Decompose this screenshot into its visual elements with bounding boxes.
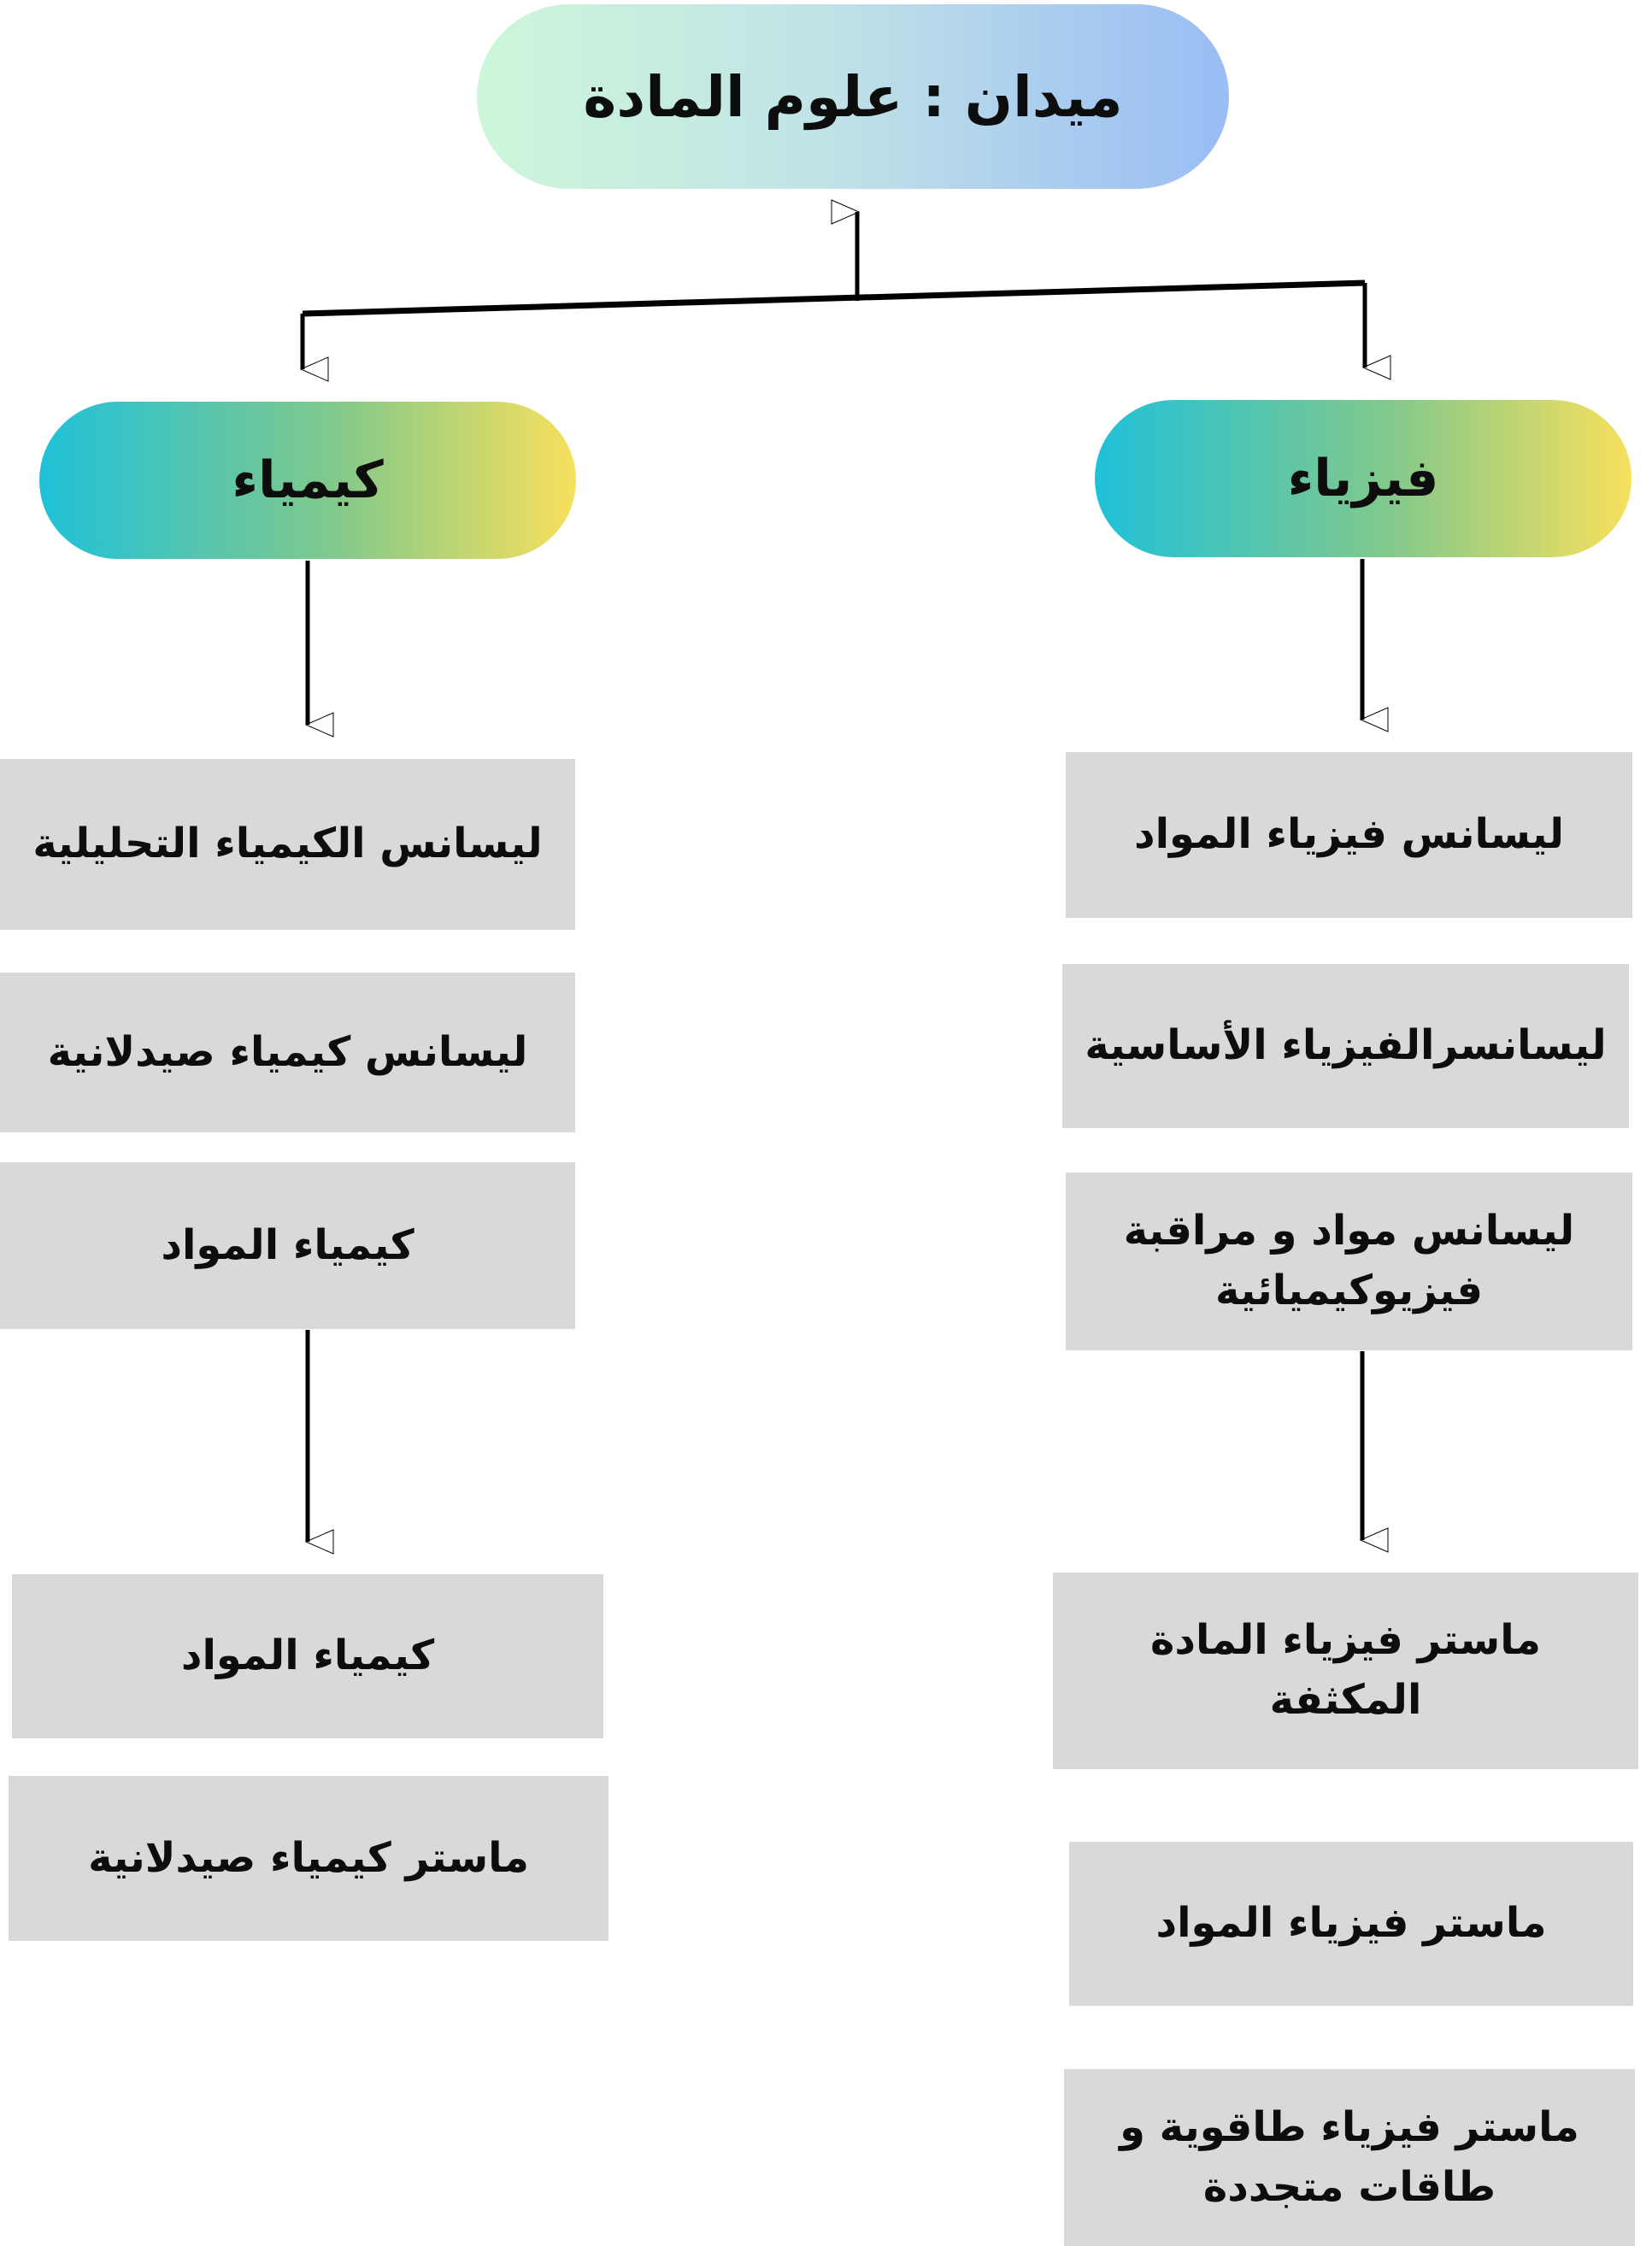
program-label: ماستر كيمياء صيدلانية [88, 1833, 529, 1882]
program-box: ماستر فيزياء المادة المكثفة [1053, 1573, 1638, 1769]
program-label: ليسانس فيزياء المواد [1133, 810, 1565, 859]
program-box: كيمياء المواد [0, 1162, 575, 1329]
program-label: ليسانس مواد و مراقبة فيزيوكيميائية [1123, 1207, 1575, 1314]
branch-node-physics: فيزياء [1095, 400, 1631, 557]
branch-crossbar [302, 279, 1366, 317]
program-box: ليسانس كيمياء صيدلانية [0, 973, 575, 1132]
field-root-label: ميدان : علوم المادة [583, 63, 1123, 130]
branch-physics-label: فيزياء [1287, 449, 1439, 509]
program-label: ماستر فيزياء طاقوية و طاقات متجددة [1120, 2102, 1579, 2211]
program-box: ليسانس الكيمياء التحليلية [0, 759, 575, 930]
program-box: ليسانس مواد و مراقبة فيزيوكيميائية [1066, 1173, 1632, 1350]
program-box: ماستر فيزياء طاقوية و طاقات متجددة [1064, 2069, 1635, 2246]
program-box: ليسانس فيزياء المواد [1066, 752, 1632, 918]
program-box: ماستر فيزياء المواد [1069, 1842, 1633, 2006]
program-box: ماستر كيمياء صيدلانية [9, 1776, 608, 1941]
program-box: كيمياء المواد [12, 1574, 603, 1738]
program-label: كيمياء المواد [161, 1220, 414, 1269]
program-label: كيمياء المواد [180, 1632, 435, 1680]
program-label: ليسانس الكيمياء التحليلية [32, 820, 543, 868]
program-label: ماستر فيزياء المادة المكثفة [1150, 1616, 1541, 1724]
program-box: ليسانسرالفيزياء الأساسية [1062, 964, 1629, 1128]
program-label: ليسانسرالفيزياء الأساسية [1085, 1021, 1607, 1070]
program-label: ماستر فيزياء المواد [1155, 1899, 1547, 1948]
branch-node-chemistry: كيمياء [39, 402, 576, 559]
program-label: ليسانس كيمياء صيدلانية [47, 1027, 528, 1076]
field-root-node: ميدان : علوم المادة [477, 4, 1229, 189]
branch-chemistry-label: كيمياء [232, 450, 384, 510]
